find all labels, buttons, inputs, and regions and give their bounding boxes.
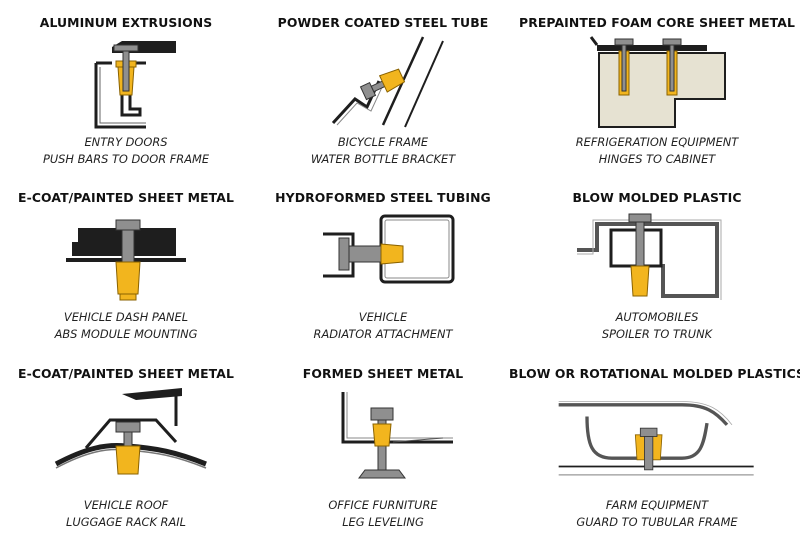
- cell-caption: BICYCLE FRAME WATER BOTTLE BRACKET: [311, 134, 455, 168]
- caption-line: HINGES TO CABINET: [598, 152, 716, 166]
- caption-line: VEHICLE ROOF: [83, 498, 169, 512]
- application-cell: E-COAT/PAINTED SHEET METAL VEHICLE ROOF …: [0, 351, 252, 539]
- cell-caption: OFFICE FURNITURE LEG LEVELING: [328, 497, 437, 531]
- cell-title: PREPAINTED FOAM CORE SHEET METAL: [519, 15, 795, 30]
- fastener-illustration: [557, 210, 757, 304]
- application-cell: BLOW OR ROTATIONAL MOLDED PLASTICS FARM …: [509, 351, 800, 539]
- cell-title: BLOW OR ROTATIONAL MOLDED PLASTICS: [508, 366, 800, 381]
- caption-line: GUARD TO TUBULAR FRAME: [576, 515, 738, 529]
- application-cell: POWDER COATED STEEL TUBE BICYCLE FRAME W…: [252, 0, 514, 175]
- fastener-illustration: [283, 35, 483, 129]
- fastener-illustration: [283, 386, 483, 492]
- caption-line: REFRIGERATION EQUIPMENT: [575, 135, 739, 149]
- cell-title: HYDROFORMED STEEL TUBING: [275, 190, 491, 205]
- caption-line: FARM EQUIPMENT: [605, 498, 709, 512]
- cell-title: FORMED SHEET METAL: [302, 366, 464, 381]
- cell-caption: FARM EQUIPMENT GUARD TO TUBULAR FRAME: [576, 497, 737, 531]
- application-cell: E-COAT/PAINTED SHEET METAL VEHICLE DASH …: [0, 175, 252, 351]
- cell-title: POWDER COATED STEEL TUBE: [277, 15, 489, 30]
- application-cell: BLOW MOLDED PLASTIC AUTOMOBILES SPOILER …: [514, 175, 800, 351]
- cell-title: E-COAT/PAINTED SHEET METAL: [18, 190, 234, 205]
- application-cell: FORMED SHEET METAL OFFICE FURNITURE LEG …: [252, 351, 514, 539]
- caption-line: VEHICLE: [358, 310, 408, 324]
- fastener-illustration: [26, 35, 226, 129]
- cell-caption: VEHICLE ROOF LUGGAGE RACK RAIL: [66, 497, 186, 531]
- caption-line: WATER BOTTLE BRACKET: [310, 152, 456, 166]
- application-cell: PREPAINTED FOAM CORE SHEET METAL: [514, 0, 800, 175]
- caption-line: AUTOMOBILES: [615, 310, 699, 324]
- caption-line: LUGGAGE RACK RAIL: [66, 515, 186, 529]
- caption-line: SPOILER TO TRUNK: [601, 327, 713, 341]
- caption-line: PUSH BARS TO DOOR FRAME: [42, 152, 210, 166]
- caption-line: OFFICE FURNITURE: [328, 498, 438, 512]
- cell-title: E-COAT/PAINTED SHEET METAL: [18, 366, 234, 381]
- cell-caption: VEHICLE DASH PANEL ABS MODULE MOUNTING: [55, 309, 198, 343]
- fastener-illustration: [26, 210, 226, 304]
- caption-line: ENTRY DOORS: [84, 135, 168, 149]
- caption-line: LEG LEVELING: [342, 515, 424, 529]
- cell-caption: AUTOMOBILES SPOILER TO TRUNK: [602, 309, 712, 343]
- fastener-illustration: [557, 386, 757, 492]
- fastener-illustration: [557, 35, 757, 129]
- fastener-illustration: [26, 386, 226, 492]
- caption-line: ABS MODULE MOUNTING: [54, 327, 198, 341]
- cell-caption: REFRIGERATION EQUIPMENT HINGES TO CABINE…: [576, 134, 739, 168]
- caption-line: BICYCLE FRAME: [337, 135, 429, 149]
- application-cell: ALUMINUM EXTRUSIONS ENTRY DOORS PUSH BAR…: [0, 0, 252, 175]
- cell-caption: VEHICLE RADIATOR ATTACHMENT: [314, 309, 453, 343]
- caption-line: VEHICLE DASH PANEL: [63, 310, 189, 324]
- cell-title: ALUMINUM EXTRUSIONS: [39, 15, 213, 30]
- cell-title: BLOW MOLDED PLASTIC: [572, 190, 742, 205]
- caption-line: RADIATOR ATTACHMENT: [313, 327, 453, 341]
- application-cell: HYDROFORMED STEEL TUBING VEHICLE RADIATO…: [252, 175, 514, 351]
- cell-caption: ENTRY DOORS PUSH BARS TO DOOR FRAME: [43, 134, 209, 168]
- fastener-illustration: [283, 210, 483, 304]
